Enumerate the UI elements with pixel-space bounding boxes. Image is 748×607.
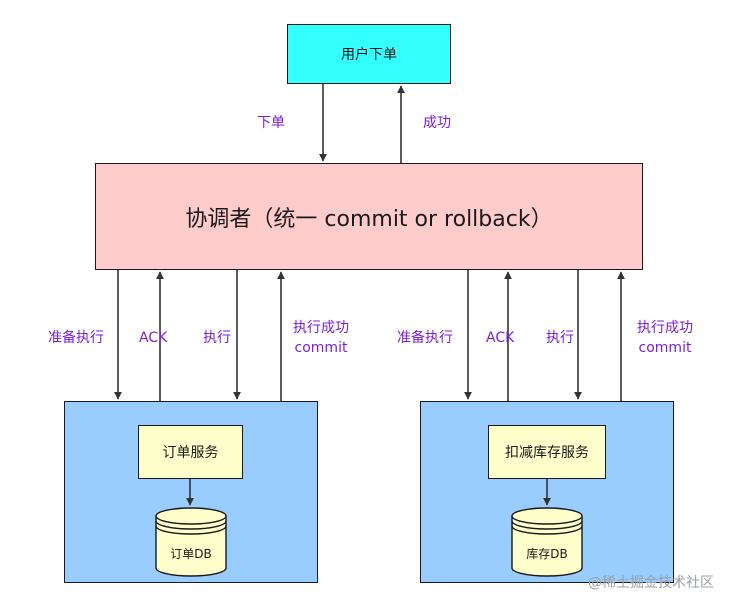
left-prepare-label: 准备执行 xyxy=(48,330,104,346)
order-down-label: 下单 xyxy=(257,115,285,131)
coordinator-box: 协调者（统一 commit or rollback） xyxy=(95,163,643,270)
left-ack-label: ACK xyxy=(139,330,168,346)
right-execute-label: 执行 xyxy=(546,330,574,346)
user-order-box: 用户下单 xyxy=(287,24,451,84)
right-exec-success-text: 执行成功 xyxy=(637,320,693,336)
inventory-db-label: 库存DB xyxy=(526,546,567,561)
order-service-label: 订单服务 xyxy=(162,445,219,461)
inventory-db-icon xyxy=(511,507,583,577)
user-order-label: 用户下单 xyxy=(341,47,397,63)
success-up-label: 成功 xyxy=(423,115,451,131)
left-commit-text: commit xyxy=(294,340,348,356)
watermark: @稀土掘金技术社区 xyxy=(588,575,714,591)
right-prepare-label: 准备执行 xyxy=(397,330,453,346)
right-commit-text: commit xyxy=(638,340,692,356)
left-execute-label: 执行 xyxy=(203,330,231,346)
right-ack-label: ACK xyxy=(486,330,515,346)
coordinator-label: 协调者（统一 commit or rollback） xyxy=(185,206,553,232)
inventory-service-label: 扣减库存服务 xyxy=(505,445,589,461)
left-exec-success-text: 执行成功 xyxy=(293,320,349,336)
order-db-icon xyxy=(155,507,227,577)
right-exec-success-label: 执行成功 commit xyxy=(637,318,693,358)
order-service-box: 订单服务 xyxy=(138,425,243,479)
order-db-label: 订单DB xyxy=(170,547,211,561)
inventory-service-box: 扣减库存服务 xyxy=(488,425,606,479)
left-exec-success-label: 执行成功 commit xyxy=(293,318,349,358)
